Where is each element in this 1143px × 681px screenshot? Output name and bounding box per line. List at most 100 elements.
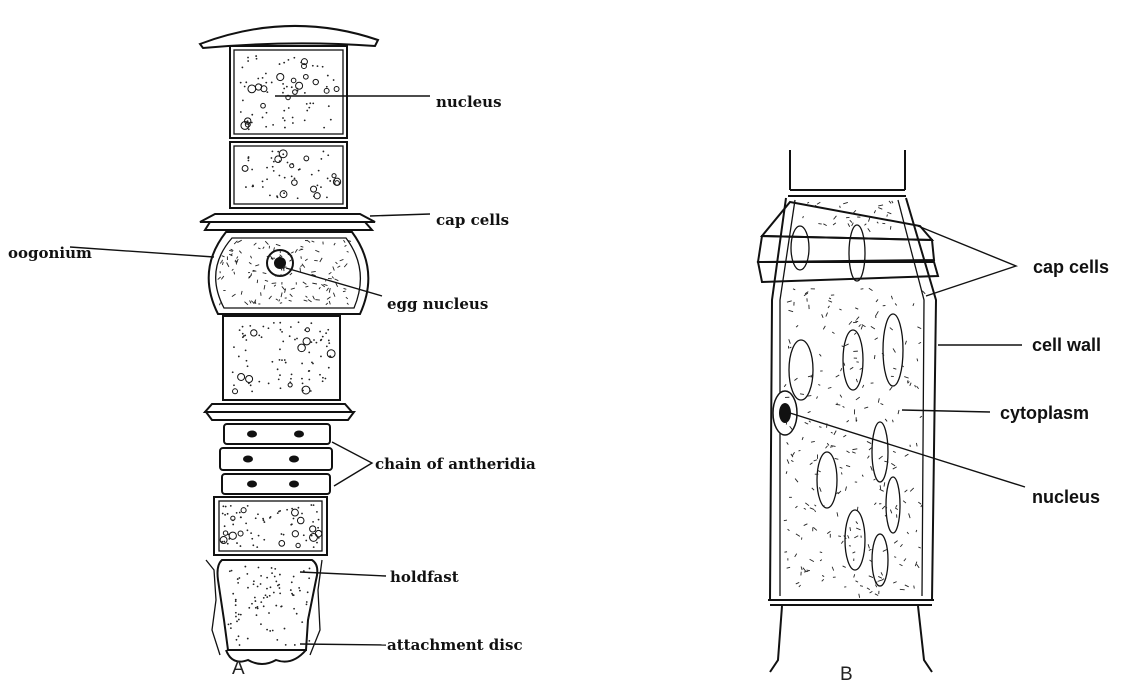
stipple-mark bbox=[861, 326, 862, 330]
stipple-mark bbox=[279, 574, 281, 576]
stipple-mark bbox=[311, 186, 317, 192]
stipple-mark bbox=[856, 521, 858, 523]
stipple-mark bbox=[313, 339, 315, 341]
stipple-mark bbox=[847, 420, 849, 422]
stipple-mark bbox=[310, 526, 316, 532]
stipple-mark bbox=[257, 608, 259, 610]
stipple-mark bbox=[248, 128, 250, 130]
stipple-mark bbox=[290, 294, 293, 297]
stipple-mark bbox=[841, 472, 842, 474]
stipple-mark bbox=[316, 511, 318, 513]
stipple-mark bbox=[305, 259, 307, 261]
stipple-mark bbox=[246, 375, 253, 382]
stipple-mark bbox=[787, 442, 789, 444]
stipple-mark bbox=[238, 531, 243, 536]
stipple-mark bbox=[296, 338, 298, 340]
stipple-mark bbox=[320, 356, 322, 358]
stipple-mark bbox=[304, 119, 306, 121]
stipple-mark bbox=[855, 308, 858, 309]
stipple-mark bbox=[790, 347, 792, 348]
stipple-mark bbox=[247, 638, 249, 640]
stipple-mark bbox=[300, 265, 302, 266]
stipple-mark bbox=[326, 288, 328, 291]
stipple-mark bbox=[263, 273, 267, 274]
stipple-mark bbox=[867, 588, 870, 590]
stipple-mark bbox=[260, 601, 262, 603]
stipple-mark bbox=[892, 201, 893, 203]
label-nucleus-b: nucleus bbox=[1032, 487, 1100, 507]
stipple-mark bbox=[256, 58, 258, 60]
stipple-mark bbox=[284, 359, 286, 361]
stipple-mark bbox=[804, 571, 808, 572]
stipple-mark bbox=[836, 375, 840, 377]
stipple-mark bbox=[251, 169, 253, 171]
stipple-mark bbox=[890, 510, 891, 514]
stipple-mark bbox=[242, 336, 244, 338]
stipple-mark bbox=[283, 534, 285, 536]
stipple-mark bbox=[327, 75, 329, 77]
stipple-mark bbox=[322, 377, 324, 379]
stipple-mark bbox=[867, 456, 869, 459]
stipple-mark bbox=[292, 509, 299, 516]
stipple-mark bbox=[289, 381, 291, 383]
stipple-mark bbox=[304, 156, 309, 161]
stipple-mark bbox=[910, 383, 911, 386]
stipple-mark bbox=[917, 564, 920, 568]
stipple-mark bbox=[335, 262, 337, 264]
stipple-mark bbox=[291, 581, 293, 583]
stipple-mark bbox=[810, 508, 814, 510]
stipple-mark bbox=[273, 322, 275, 324]
stipple-mark bbox=[236, 639, 238, 641]
stipple-mark bbox=[268, 383, 270, 385]
stipple-mark bbox=[893, 451, 896, 452]
stipple-mark bbox=[293, 57, 295, 59]
stipple-mark bbox=[905, 454, 909, 456]
stipple-mark bbox=[796, 325, 798, 327]
stipple-mark bbox=[285, 644, 287, 646]
panel-label-b: B bbox=[840, 664, 853, 681]
stipple-mark bbox=[236, 620, 238, 622]
stipple-mark bbox=[246, 360, 248, 362]
stipple-mark bbox=[883, 549, 887, 551]
stipple-mark bbox=[870, 591, 873, 593]
stipple-mark bbox=[874, 210, 875, 213]
stipple-mark bbox=[850, 220, 852, 222]
stipple-mark bbox=[240, 614, 242, 616]
stipple-mark bbox=[807, 396, 811, 397]
stipple-mark bbox=[324, 88, 329, 93]
stipple-mark bbox=[803, 216, 804, 218]
stipple-mark bbox=[308, 379, 310, 381]
stipple-mark bbox=[282, 153, 284, 155]
stipple-mark bbox=[310, 504, 312, 506]
stipple-mark bbox=[884, 482, 885, 486]
stipple-mark bbox=[856, 528, 860, 530]
stipple-mark bbox=[240, 82, 242, 84]
stipple-mark bbox=[274, 576, 276, 578]
stipple-mark bbox=[854, 536, 858, 538]
stipple-mark bbox=[269, 595, 271, 597]
stipple-mark bbox=[271, 567, 273, 569]
stipple-mark bbox=[879, 456, 883, 459]
stipple-mark bbox=[878, 205, 883, 206]
stipple-mark bbox=[848, 223, 850, 226]
stipple-mark bbox=[320, 258, 322, 262]
stipple-mark bbox=[239, 512, 241, 514]
stipple-mark bbox=[262, 518, 264, 520]
stipple-mark bbox=[826, 313, 828, 317]
stipple-mark bbox=[292, 117, 294, 119]
stipple-mark bbox=[297, 90, 299, 92]
stipple-mark bbox=[258, 381, 260, 383]
stipple-mark bbox=[823, 326, 825, 329]
stipple-mark bbox=[268, 612, 270, 614]
stipple-mark bbox=[241, 508, 246, 513]
label-cell-wall: cell wall bbox=[1032, 335, 1101, 355]
stipple-mark bbox=[260, 583, 262, 585]
stipple-mark bbox=[893, 582, 896, 583]
stipple-mark bbox=[222, 256, 225, 257]
stipple-mark bbox=[294, 644, 296, 646]
stipple-mark bbox=[340, 259, 344, 260]
stipple-mark bbox=[332, 276, 334, 278]
stipple-mark bbox=[900, 589, 905, 590]
stipple-mark bbox=[293, 518, 295, 520]
stipple-mark bbox=[218, 277, 221, 280]
